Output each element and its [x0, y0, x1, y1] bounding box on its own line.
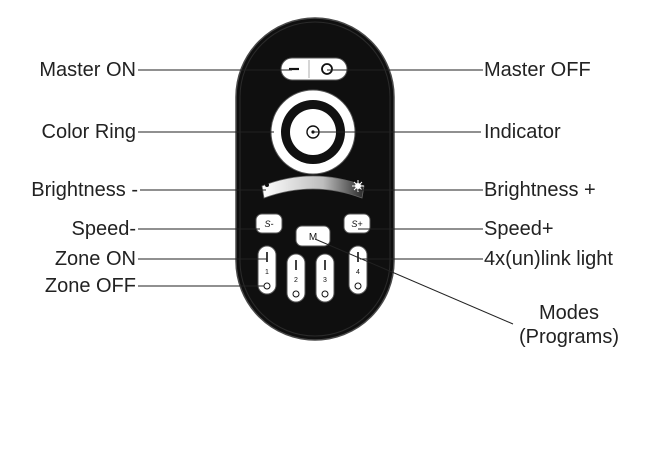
zone-key-2[interactable]: 2 [286, 253, 306, 303]
label-master-on: Master ON [39, 59, 136, 81]
label-zone-off: Zone OFF [44, 275, 136, 297]
speed-plus-key[interactable]: S+ [343, 213, 371, 234]
speed-minus-key[interactable]: S- [255, 213, 283, 234]
label-master-off: Master OFF [484, 59, 591, 81]
label-color-ring: Color Ring [41, 121, 136, 143]
zone-key-1-label: 1 [265, 269, 269, 276]
master-off-circle-icon [321, 63, 333, 75]
label-modes: Modes [538, 302, 600, 324]
label-link-light: 4x(un)link light [484, 248, 613, 270]
mode-key-label: M [309, 232, 317, 243]
master-switch-key[interactable] [280, 57, 348, 81]
zone-key-4[interactable]: 4 [348, 245, 368, 295]
label-programs: (Programs) [518, 326, 619, 348]
label-brightness-plus: Brightness + [484, 179, 596, 201]
mode-key[interactable]: M [295, 225, 331, 247]
leader-modes [314, 238, 514, 325]
brightness-minus-dot-icon [265, 183, 269, 187]
speed-plus-key-label: S+ [351, 219, 362, 229]
zone-key-2-label: 2 [294, 277, 298, 284]
label-zone-on: Zone ON [54, 248, 136, 270]
label-indicator: Indicator [484, 121, 561, 143]
speed-minus-key-label: S- [265, 219, 274, 229]
zone-key-4-label: 4 [356, 269, 360, 276]
label-brightness-minus: Brightness - [31, 179, 138, 201]
brightness-slider[interactable] [261, 175, 365, 199]
label-speed-plus: Speed+ [484, 218, 554, 240]
label-speed-minus: Speed- [71, 218, 137, 240]
zone-key-3-label: 3 [323, 277, 327, 284]
zone-key-3[interactable]: 3 [315, 253, 335, 303]
zone-key-1[interactable]: 1 [257, 245, 277, 295]
